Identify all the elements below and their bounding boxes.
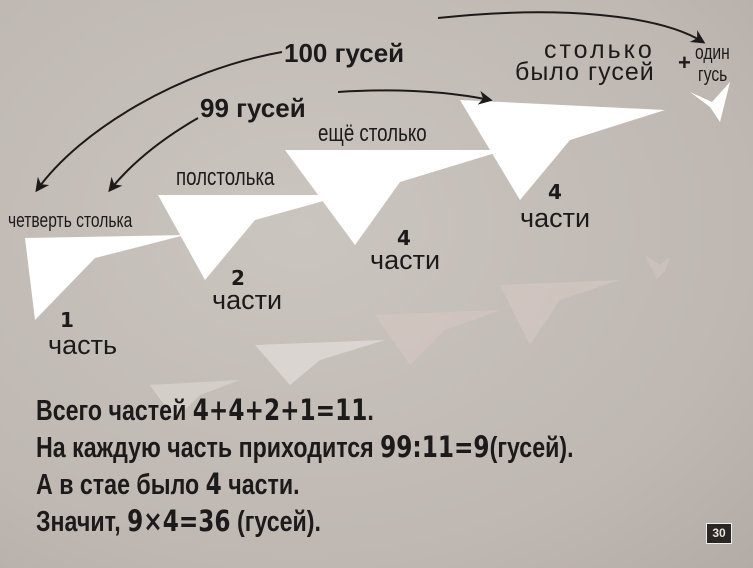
part-word: часть <box>48 330 118 360</box>
arrow-99-left <box>108 117 199 193</box>
part-count: 1 <box>60 308 74 332</box>
solution-text: А в стае было <box>36 469 206 501</box>
solution-tail: (гусей). <box>230 506 321 538</box>
label-one-1: один <box>695 42 730 64</box>
goose-same <box>285 150 505 245</box>
label-99-geese: 99 гусей <box>200 93 306 123</box>
label-one-2: гусь <box>698 64 728 86</box>
label-same-again: ещё столько <box>318 120 427 147</box>
arrow-100-left <box>35 51 283 193</box>
solution-line: Значит, 9×4=36 (гусей). <box>36 504 321 539</box>
arrow-100-right <box>437 11 706 44</box>
single-goose-icon <box>690 82 730 122</box>
solution-tail: (гусей). <box>489 432 574 464</box>
label-half: полстолька <box>176 164 275 191</box>
solution-math: 4+4+2+1=11 <box>192 393 368 427</box>
solution-tail: части. <box>221 469 300 501</box>
solution-line: А в стае было 4 части. <box>36 467 300 502</box>
label-as-many-1: столько <box>544 36 655 64</box>
solution-text: На каждую часть приходится <box>36 432 381 464</box>
solution-text: Значит, <box>36 506 128 538</box>
solution-line: Всего частей 4+4+2+1=11. <box>36 393 374 428</box>
goose-quarter <box>25 235 185 320</box>
label-as-many-2: было гусей <box>515 58 655 86</box>
solution-math: 99:11=9 <box>380 430 490 464</box>
faded-goose <box>500 280 620 345</box>
solution-line: На каждую часть приходится 99:11=9(гусей… <box>36 430 574 465</box>
part-count: 4 <box>548 180 562 204</box>
part-count: 2 <box>231 266 245 290</box>
label-quarter: четверть столька <box>8 210 133 232</box>
solution-math: 4 <box>205 467 222 501</box>
small-bird-icon <box>645 255 670 279</box>
frame-number-badge: 30 <box>706 523 732 544</box>
goose-half <box>158 195 345 280</box>
faded-goose <box>375 310 500 365</box>
plus-sign: + <box>678 50 691 75</box>
solution-tail: . <box>367 395 374 427</box>
goose-as-many <box>460 100 665 200</box>
part-word: части <box>370 245 441 275</box>
faded-goose <box>150 380 240 420</box>
part-word: части <box>212 285 283 315</box>
label-100-geese: 100 гусей <box>284 38 405 68</box>
faded-geese <box>150 255 670 420</box>
faded-goose <box>255 340 385 385</box>
part-count: 4 <box>397 226 411 250</box>
part-word: части <box>520 203 591 233</box>
solution-math: 9×4=36 <box>127 504 231 538</box>
arrow-99-right <box>337 89 493 105</box>
solution-text: Всего частей <box>36 395 193 427</box>
